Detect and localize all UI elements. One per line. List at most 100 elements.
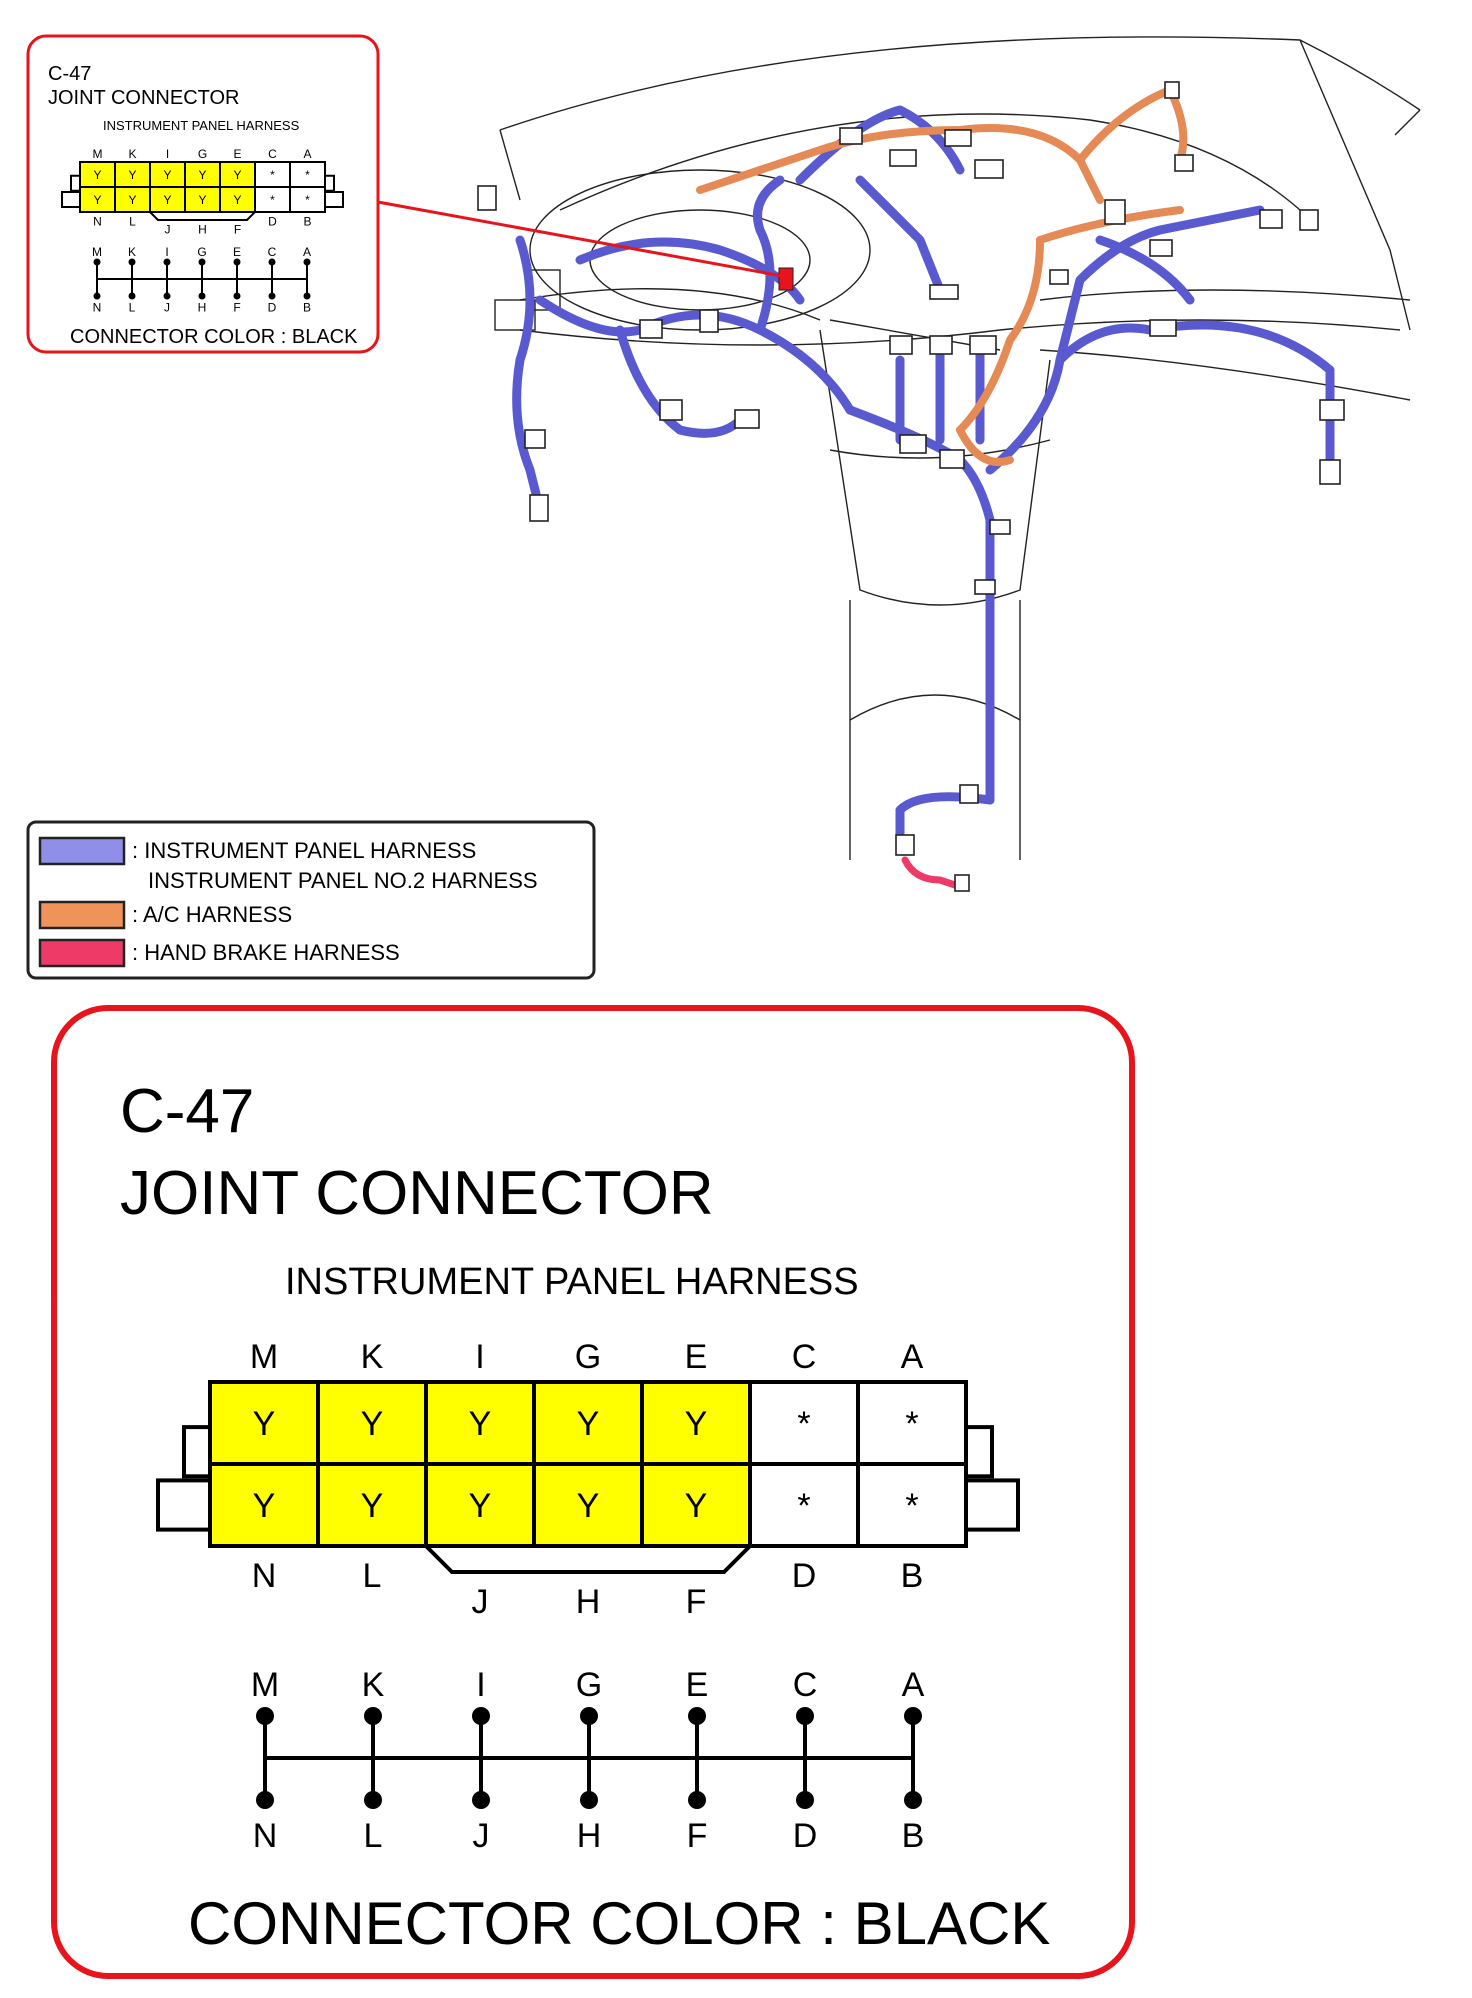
schematic-pin-label: E [686,1666,709,1704]
connector-pin-wire-color: Y [93,168,101,182]
connector-pin-cell [149,186,186,213]
connector-pin-cell [289,186,326,213]
connector-color-note: CONNECTOR COLOR : BLACK [188,1890,1050,1957]
connector-pin-wire-color: Y [685,1405,708,1443]
schematic-pin-label: D [793,1817,818,1855]
connector-key-bracket [424,1544,752,1574]
connector-pin-wire-color: Y [233,193,241,207]
schematic-pin-label: E [233,245,241,259]
connector-pin-wire-color: * [305,193,310,207]
legend-frame [26,820,596,980]
connector-pin-label: E [233,147,241,161]
connector-pin-wire-color: * [905,1405,918,1443]
connector-pin-wire-color: Y [128,193,136,207]
connector-latch-left-lower [61,191,81,208]
connector-pin-wire-color: Y [233,168,241,182]
schematic-pin-dot [364,1791,382,1809]
legend-swatch-ac-harness [38,900,126,930]
connector-pin-label: A [901,1338,924,1376]
harness-legend: : INSTRUMENT PANEL HARNESS INSTRUMENT PA… [26,820,596,980]
connector-pin-wire-color: * [270,193,275,207]
connector-pin-cell [208,1380,320,1466]
connector-pin-cell [79,186,116,213]
schematic-pin-dot [233,292,241,300]
connector-pin-cell [219,186,256,213]
instrument-panel-harness-wires [512,105,1335,845]
schematic-pin-dot [198,292,206,300]
connector-pin-label: L [363,1557,382,1595]
connector-pin-label: B [901,1557,924,1595]
schematic-pin-label: B [902,1817,925,1855]
schematic-pin-label: J [164,301,170,315]
schematic-pin-label: F [687,1817,708,1855]
connector-pin-label: C [792,1338,817,1376]
connector-latch-right-lower [324,191,344,208]
connector-pin-label: M [93,147,103,161]
large-connector-callout: C-47 JOINT CONNECTOR INSTRUMENT PANEL HA… [51,1005,1135,1979]
schematic-pin-label: L [129,301,136,315]
connector-pin-label: L [129,215,136,229]
connector-pin-wire-color: Y [469,1487,492,1525]
connector-pin-label: K [128,147,136,161]
legend-label-panel-harness: : INSTRUMENT PANEL HARNESS [132,838,476,863]
connector-pin-cell [856,1462,968,1548]
schematic-pin-dot [303,292,311,300]
connector-latch-left-lower [156,1478,212,1532]
schematic-pin-label: A [303,245,311,259]
schematic-pin-label: I [476,1666,485,1704]
connector-pin-label: I [166,147,169,161]
small-harness-name: INSTRUMENT PANEL HARNESS [103,118,300,133]
schematic-pin-label: K [128,245,136,259]
c47-location-marker [778,267,794,291]
small-connector-color-note: CONNECTOR COLOR : BLACK [70,326,358,348]
schematic-pin-dot [93,258,101,266]
connector-pin-cell [748,1462,860,1548]
connector-pin-wire-color: Y [361,1487,384,1525]
legend-label-ac-harness: : A/C HARNESS [132,902,292,927]
connector-pin-label: K [361,1338,384,1376]
connector-pin-wire-color: Y [93,193,101,207]
schematic-pin-dot [268,258,276,266]
connector-pin-wire-color: Y [163,193,171,207]
connector-pin-label: M [250,1338,278,1376]
schematic-pin-dot [93,292,101,300]
connector-pin-cell [184,186,221,213]
connector-pin-wire-color: * [797,1405,810,1443]
connector-pin-wire-color: * [797,1487,810,1525]
connector-pin-label: C [268,147,277,161]
schematic-pin-dot [580,1707,598,1725]
schematic-pin-dot [904,1791,922,1809]
schematic-pin-label: C [268,245,277,259]
connector-pin-label: A [303,147,311,161]
connector-pin-label: J [472,1583,489,1621]
schematic-pin-dot [472,1791,490,1809]
connector-pin-cell [114,186,151,213]
schematic-pin-label: F [233,301,240,315]
connector-pin-wire-color: Y [577,1487,600,1525]
connector-pin-label: F [234,223,241,237]
schematic-pin-dot [128,292,136,300]
connector-pin-cell [748,1380,860,1466]
connector-pin-wire-color: * [905,1487,918,1525]
schematic-pin-label: M [92,245,102,259]
connector-pin-label: D [268,215,277,229]
schematic-pin-label: H [577,1817,602,1855]
connector-key-bracket [149,211,256,221]
schematic-pin-label: H [198,301,207,315]
schematic-pin-label: J [473,1817,490,1855]
schematic-pin-label: I [165,245,168,259]
connector-latch-right-upper [964,1425,994,1479]
schematic-pin-dot [256,1791,274,1809]
schematic-pin-label: M [251,1666,279,1704]
schematic-pin-dot [268,292,276,300]
connector-pin-cell [316,1462,428,1548]
schematic-pin-dot [688,1707,706,1725]
schematic-pin-label: A [902,1666,925,1704]
schematic-pin-label: G [197,245,206,259]
schematic-pin-dot [198,258,206,266]
connector-pin-wire-color: Y [198,193,206,207]
legend-swatch-panel-harness [38,836,126,866]
connector-pin-cell [532,1380,644,1466]
